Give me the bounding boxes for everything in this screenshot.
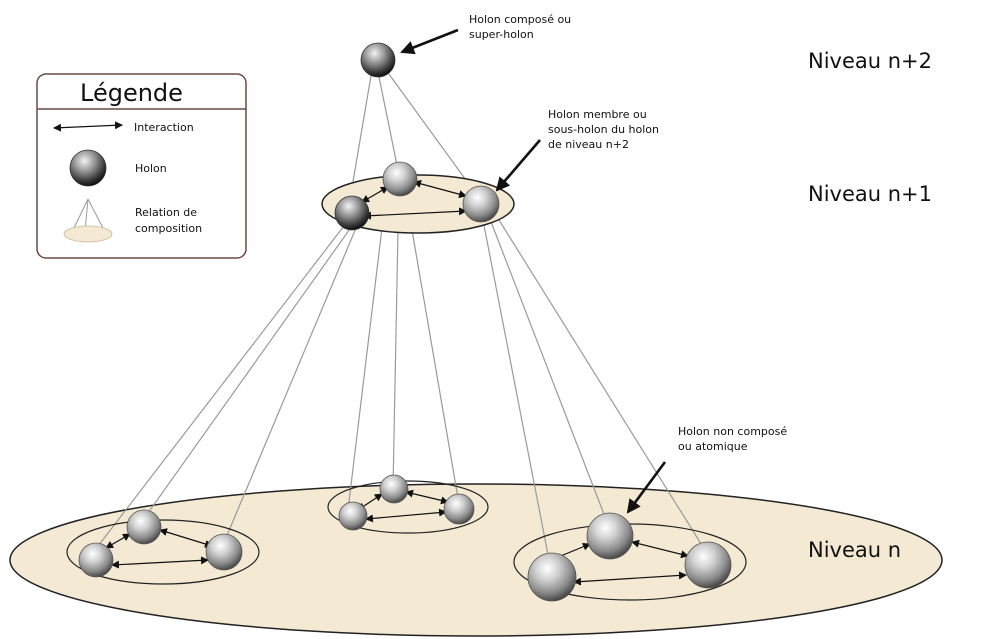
legend-holon-icon [69,149,107,187]
annotation-member-3: de niveau n+2 [548,138,629,151]
level-n-disc [9,483,943,637]
level-label-n1: Niveau n+1 [808,182,932,206]
legend-interaction-label: Interaction [134,121,194,134]
legend-holon-label: Holon [135,162,167,175]
interactions-n1 [361,179,467,220]
holon-n1-right [462,185,500,223]
legend-composition-icon [63,198,113,243]
annotation-atomic-2: ou atomique [678,440,748,453]
holon-spheres [78,42,732,602]
callout-member-arrow [495,139,541,192]
legend-title: Légende [80,79,183,107]
level-label-n2: Niveau n+2 [808,49,932,73]
legend-relation-label-2: composition [135,222,202,235]
annotation-member-1: Holon membre ou [548,108,647,121]
holon-right-top [586,512,634,560]
annotation-atomic-1: Holon non composé [678,425,787,438]
composition-lines-n1-to-n [94,211,709,566]
annotation-super-holon-1: Holon composé ou [469,13,571,26]
legend-interaction-arrow [53,121,123,132]
holon-right-left [527,552,577,602]
group-center-ring [327,480,489,534]
holon-n1-top [382,161,418,197]
annotation-member-2: sous-holon du holon [548,123,659,136]
legend: Légende Interaction Holon Relation de co… [36,73,247,259]
holon-center-top [379,474,409,504]
holon-center-right [443,493,475,525]
level-label-n: Niveau n [808,538,901,562]
holon-left-right [205,533,243,571]
legend-frame [36,73,247,259]
interactions-left-group [105,528,213,569]
annotation-super-holon-2: super-holon [469,28,534,41]
holon-n1-left [334,195,370,231]
holon-center-left [338,501,368,531]
callout-super-holon-arrow [400,28,459,55]
group-left-ring [66,519,260,585]
holon-left-left [78,542,114,578]
super-holon-sphere [360,42,396,78]
legend-relation-label-1: Relation de [135,206,197,219]
callout-atomic-arrow [626,461,667,514]
holon-right-right [684,541,732,589]
holon-left-top [126,509,162,545]
